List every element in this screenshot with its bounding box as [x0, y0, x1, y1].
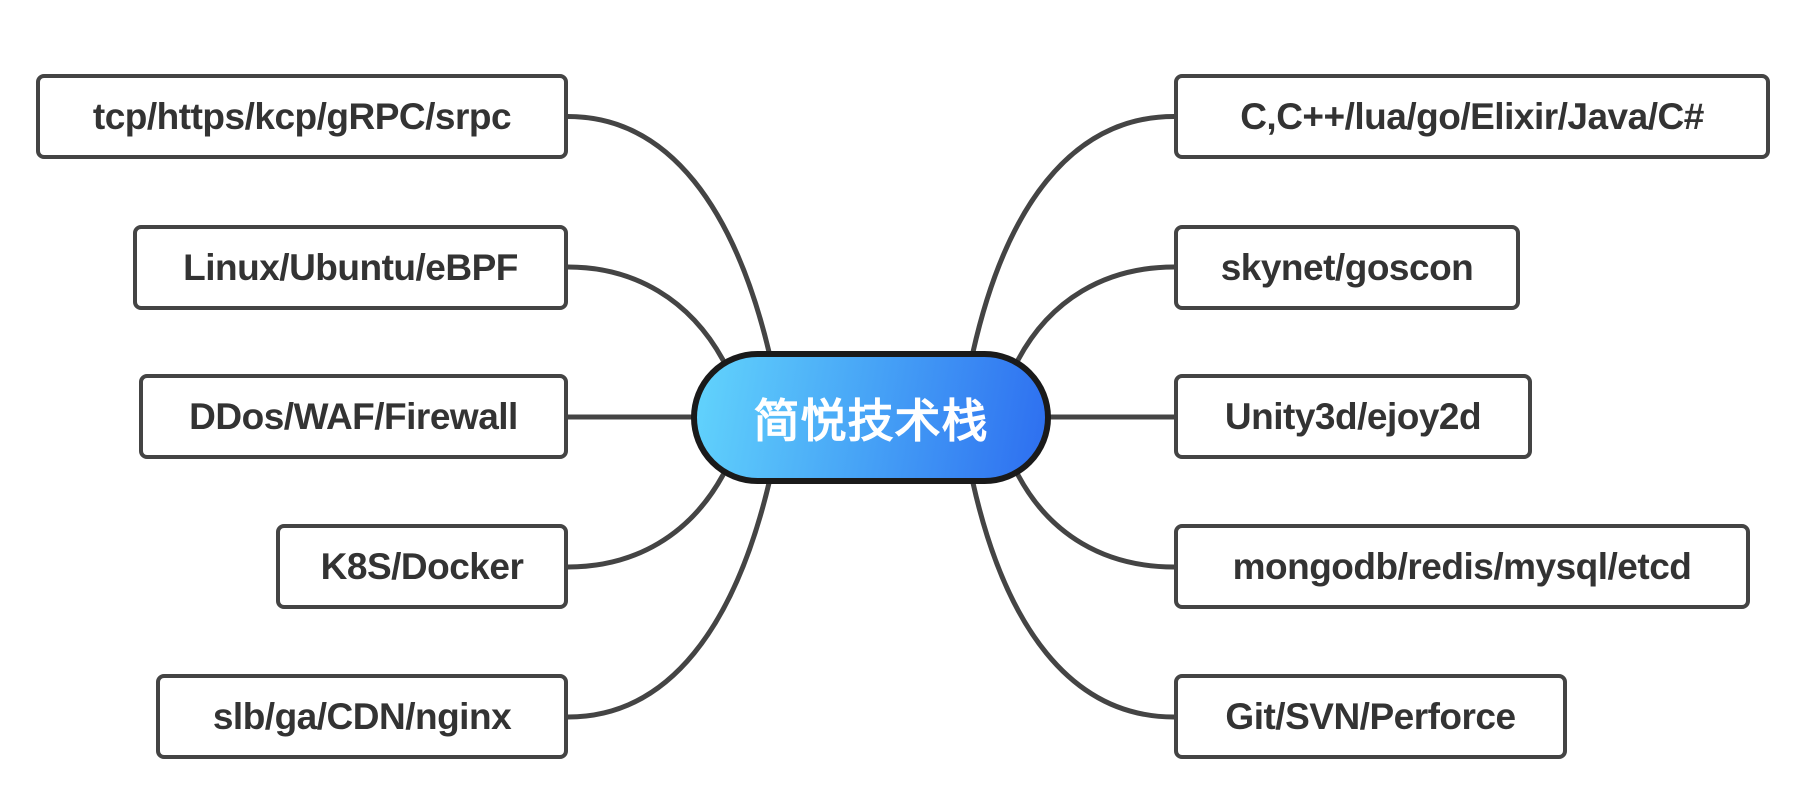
topic-label: mongodb/redis/mysql/etcd [1232, 545, 1692, 587]
topic-networking[interactable]: tcp/https/kcp/gRPC/srpc [36, 74, 568, 159]
topic-label: C,C++/lua/go/Elixir/Java/C# [1240, 95, 1704, 137]
topic-label: Linux/Ubuntu/eBPF [183, 246, 518, 288]
topic-operating-system[interactable]: Linux/Ubuntu/eBPF [133, 225, 568, 310]
connector-right-2 [1015, 264, 1177, 363]
topic-languages[interactable]: C,C++/lua/go/Elixir/Java/C# [1174, 74, 1770, 159]
connector-right-1 [970, 114, 1177, 355]
topic-containers[interactable]: K8S/Docker [276, 524, 568, 609]
connector-left-1 [565, 114, 772, 355]
topic-label: Git/SVN/Perforce [1225, 695, 1516, 737]
topic-version-control[interactable]: Git/SVN/Perforce [1174, 674, 1567, 759]
topic-server-frameworks[interactable]: skynet/goscon [1174, 225, 1520, 310]
topic-label: skynet/goscon [1220, 246, 1474, 288]
topic-label: Unity3d/ejoy2d [1224, 395, 1482, 437]
connector-right-4 [1015, 472, 1177, 570]
topic-label: tcp/https/kcp/gRPC/srpc [92, 95, 512, 137]
central-topic[interactable]: 简悦技术栈 [691, 351, 1051, 484]
topic-label: DDos/WAF/Firewall [189, 395, 518, 437]
connector-left-4 [565, 472, 726, 570]
central-topic-label: 简悦技术栈 [753, 393, 989, 448]
topic-label: K8S/Docker [320, 545, 524, 587]
topic-label: slb/ga/CDN/nginx [212, 695, 512, 737]
topic-load-balancing[interactable]: slb/ga/CDN/nginx [156, 674, 568, 759]
connector-left-5 [565, 480, 772, 720]
connector-right-5 [970, 480, 1177, 720]
topic-game-engines[interactable]: Unity3d/ejoy2d [1174, 374, 1532, 459]
topic-databases[interactable]: mongodb/redis/mysql/etcd [1174, 524, 1750, 609]
topic-security[interactable]: DDos/WAF/Firewall [139, 374, 568, 459]
connector-left-2 [565, 264, 726, 363]
